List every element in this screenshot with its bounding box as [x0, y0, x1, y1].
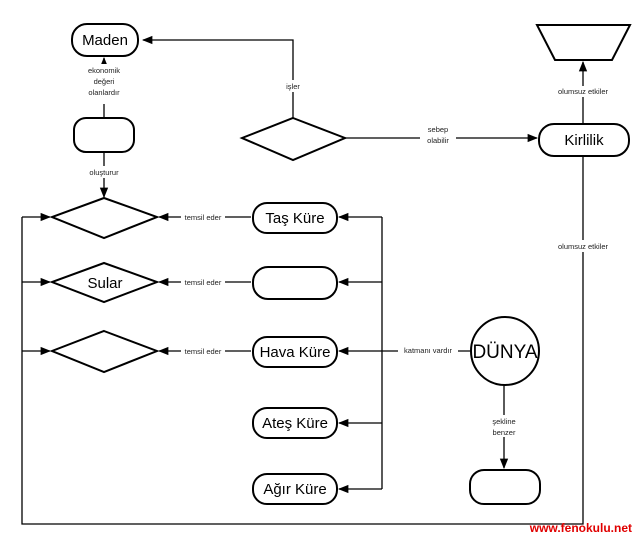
node-dunya	[470, 316, 540, 386]
label-temsil-1: temsil eder	[185, 213, 222, 222]
edge-olumsuz-side	[21, 156, 584, 525]
node-maden	[71, 23, 139, 57]
node-kirlilik-label: Kirlilik	[564, 132, 604, 149]
label-sekline-1: şekline	[492, 417, 515, 426]
label-isler: işler	[286, 82, 300, 91]
node-trapezoid	[535, 24, 632, 61]
label-olumsuz-top: olumsuz etkiler	[558, 87, 609, 96]
node-tas-kure-label: Taş Küre	[265, 210, 324, 227]
label-ekonomik-2: değeri	[94, 77, 115, 86]
label-sebep-2: olabilir	[427, 136, 449, 145]
node-hava-kure	[252, 336, 338, 368]
node-sular-label: Sular	[87, 275, 122, 292]
watermark: www.fenokulu.net	[529, 521, 632, 535]
node-diamond-sular	[49, 261, 160, 304]
label-sebep-1: sebep	[428, 125, 448, 134]
node-agir-kure-label: Ağır Küre	[263, 481, 326, 498]
label-olumsuz-side: olumsuz etkiler	[558, 242, 609, 251]
label-katmani: katmanı vardır	[404, 346, 452, 355]
label-temsil-3: temsil eder	[185, 347, 222, 356]
node-ates-kure	[252, 407, 338, 439]
label-sekline-2: benzer	[493, 428, 516, 437]
node-kirlilik	[538, 123, 630, 157]
node-diamond-isler	[239, 116, 348, 162]
node-empty-3	[469, 469, 541, 505]
edge-isler	[141, 35, 294, 118]
node-dunya-label: DÜNYA	[472, 342, 537, 363]
label-ekonomik-1: ekonomik	[88, 66, 120, 75]
node-hava-kure-label: Hava Küre	[260, 344, 331, 361]
node-diamond-1	[49, 196, 160, 240]
node-empty-1	[73, 117, 135, 153]
node-tas-kure	[252, 202, 338, 234]
node-empty-2	[252, 266, 338, 300]
label-ekonomik-3: olanlardır	[88, 88, 120, 97]
node-agir-kure	[252, 473, 338, 505]
node-ates-kure-label: Ateş Küre	[262, 415, 328, 432]
node-diamond-3	[49, 329, 160, 374]
label-temsil-2: temsil eder	[185, 278, 222, 287]
node-maden-label: Maden	[82, 32, 128, 49]
label-olusturur: oluşturur	[89, 168, 119, 177]
